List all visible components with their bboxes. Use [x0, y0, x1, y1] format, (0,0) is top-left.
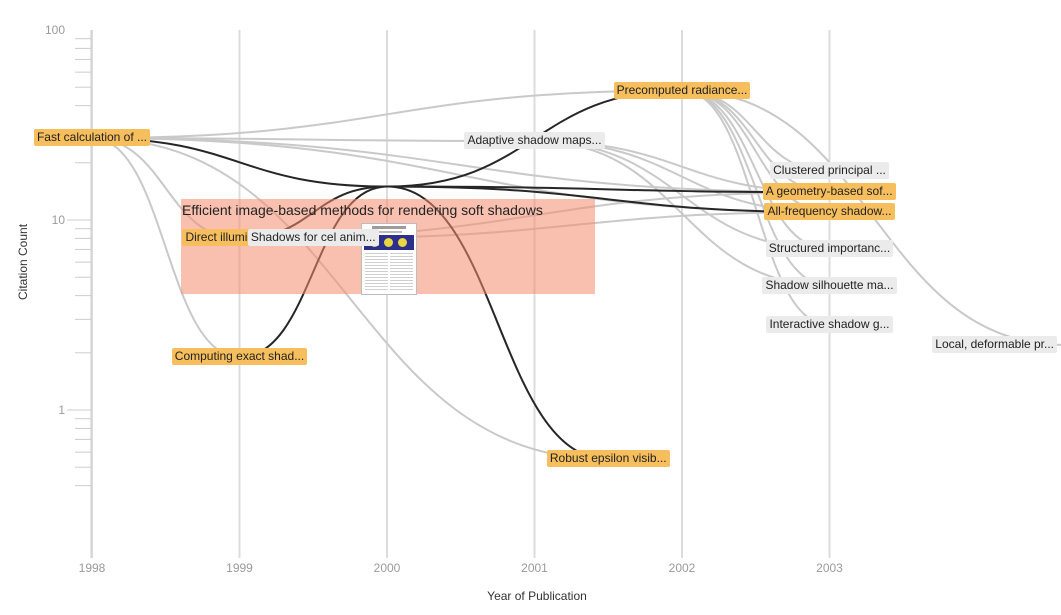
x-axis-title: Year of Publication [487, 589, 587, 603]
citation-edge-fast-geometry [91, 137, 830, 194]
x-tick-label: 2000 [374, 561, 401, 575]
paper-label-adaptive[interactable]: Adaptive shadow maps... [464, 132, 605, 150]
paper-label-geometry[interactable]: A geometry-based sof... [762, 183, 896, 201]
paper-label-fast[interactable]: Fast calculation of ... [33, 129, 151, 147]
y-tick-label: 100 [45, 23, 65, 37]
paper-label-allfreq[interactable]: All-frequency shadow... [764, 203, 895, 221]
paper-label-interactive[interactable]: Interactive shadow g... [766, 316, 893, 334]
focus-paper-title: Efficient image-based methods for render… [182, 202, 543, 218]
citation-edge-fast-adaptive [91, 137, 535, 143]
x-tick-label: 2001 [521, 561, 548, 575]
y-axis-title: Citation Count [16, 223, 30, 300]
citation-edge-fast-robust [91, 137, 609, 461]
paper-label-robust[interactable]: Robust epsilon visib... [546, 450, 670, 468]
thumbnail-figure-blob [384, 238, 393, 247]
x-tick-label: 1999 [226, 561, 253, 575]
y-tick-label: 1 [58, 403, 65, 417]
paper-label-precomp[interactable]: Precomputed radiance... [613, 81, 751, 99]
x-tick-label: 2003 [816, 561, 843, 575]
citation-edge-precomp-clustered [681, 89, 830, 173]
paper-label-structured[interactable]: Structured importanc... [765, 240, 894, 258]
paper-label-computing[interactable]: Computing exact shad... [171, 348, 308, 366]
grid-layer: 1998199920002001200220032005100101 [45, 23, 843, 575]
thumbnail-title-bar [372, 226, 406, 229]
paper-label-silhouette[interactable]: Shadow silhouette ma... [762, 276, 897, 294]
paper-label-celanim[interactable]: Shadows for cel anim... [247, 229, 379, 247]
thumbnail-column-gap [388, 253, 390, 291]
thumbnail-author-bar [376, 231, 402, 233]
x-tick-label: 2002 [669, 561, 696, 575]
x-tick-label: 1998 [79, 561, 106, 575]
y-tick-label: 10 [52, 213, 66, 227]
citation-edge-precomp-interactive [681, 89, 830, 327]
citation-edge-fast-precomp [91, 89, 683, 140]
citation-edge-fast-computing [91, 137, 240, 359]
paper-label-local[interactable]: Local, deformable pr... [932, 335, 1057, 353]
highlighted-citation-edge-focus-geometry [386, 185, 830, 194]
thumbnail-figure-blob [398, 238, 407, 247]
citation-edge-precomp-silhouette [681, 89, 830, 287]
paper-label-clustered[interactable]: Clustered principal ... [770, 162, 889, 180]
highlighted-citation-edge-focus-allfreq [386, 185, 830, 214]
